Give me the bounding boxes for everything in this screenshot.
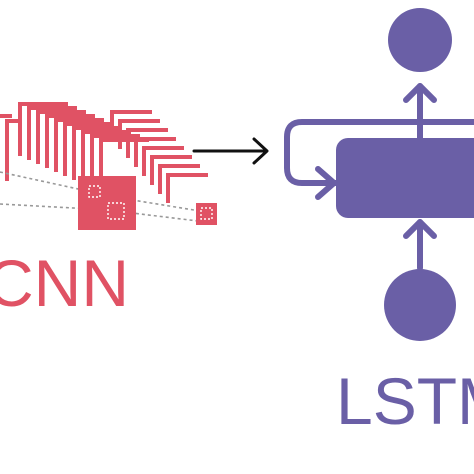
output-node [388,8,452,72]
cnn-layer-17 [150,155,192,185]
kernel-box-2 [107,202,125,220]
cnn-layer-19 [166,173,208,203]
cnn-layer-2 [18,102,68,156]
cnn-feature-map-highlight [78,176,136,230]
cnn-layer-7 [63,122,113,176]
cnn-label: CNN [0,246,129,320]
input-node [384,269,456,341]
cnn-output-map [196,203,217,225]
cnn-feature-maps [0,102,208,203]
cnn-layer-8 [72,126,122,180]
cnn-layer-16 [142,146,184,176]
cnn-block-icon [0,102,217,230]
lstm-label: LSTM [336,364,474,438]
cnn-layer-11 [99,138,149,192]
receptive-line-1 [0,171,93,193]
kernel-box-1 [88,185,101,198]
cnn-layer-10 [90,134,140,188]
right-arrow-icon [192,137,269,165]
cnn-layer-5 [45,114,95,168]
cnn-layer-9 [81,130,131,184]
recurrent-loop-line [284,119,474,186]
kernel-box-3 [200,207,213,220]
input-arrowhead [403,219,437,239]
recurrent-arrowhead [315,166,337,200]
cnn-layer-14 [126,128,168,158]
cnn-layer-12 [110,110,152,140]
cnn-layer-13 [118,119,160,149]
recurrent-cell-icon [284,8,474,341]
cnn-layer-4 [36,110,86,164]
receptive-line-4 [123,211,207,223]
cnn-layer-6 [54,118,104,172]
cnn-layer-15 [134,137,176,167]
connector-arrowhead [252,137,269,165]
cnn-layer-3 [27,106,77,160]
cnn-layer-18 [158,164,200,194]
cnn-layer-0 [0,114,12,176]
lstm-cell-box [336,138,474,218]
cnn-layer-1 [5,119,21,181]
output-arrowhead [403,83,437,103]
